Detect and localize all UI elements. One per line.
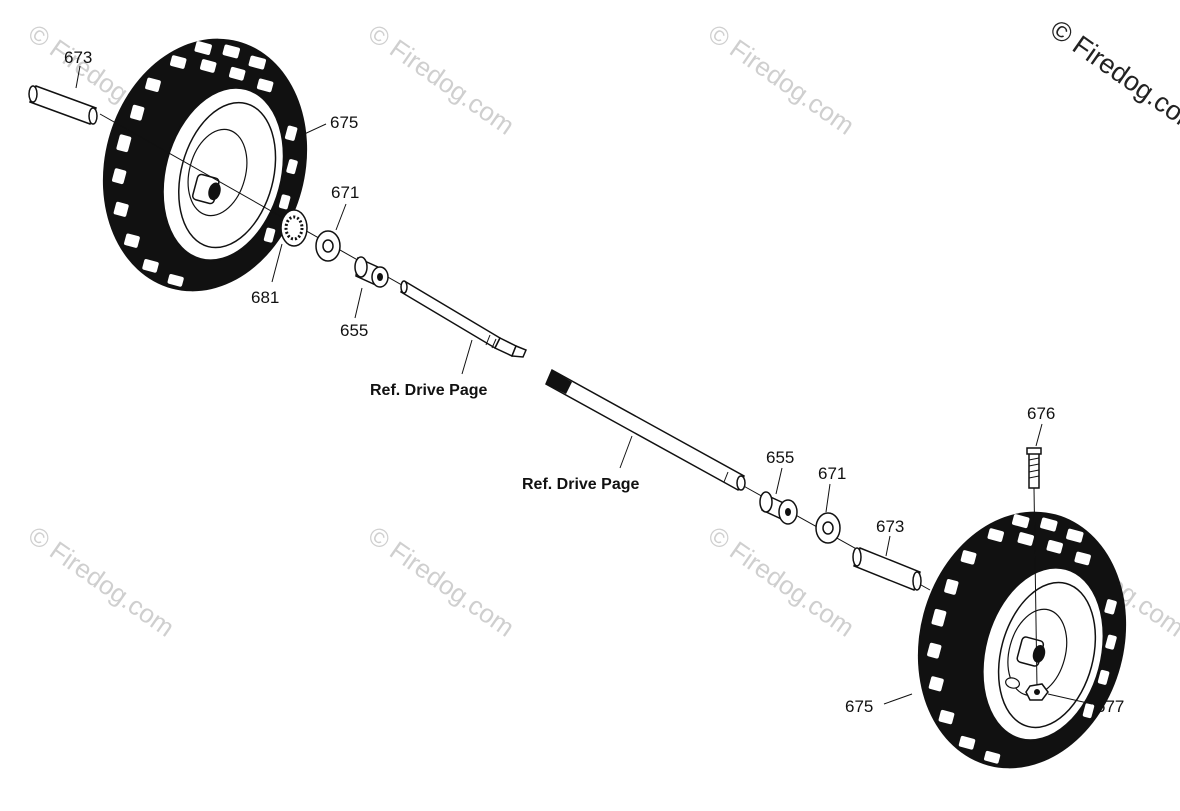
callout-673-bottom: 673 — [876, 517, 904, 536]
callout-673-top: 673 — [64, 48, 92, 67]
spacer-673-bottom — [852, 547, 922, 591]
bushing-655-bottom — [759, 491, 798, 525]
callout-681: 681 — [251, 288, 279, 307]
callout-671-top: 671 — [331, 183, 359, 202]
ref-drive-page-left: Ref. Drive Page — [370, 382, 487, 399]
axle-shaft-right — [545, 368, 746, 492]
spacer-673-top — [28, 85, 98, 125]
axle-shaft-left — [400, 280, 527, 358]
callout-675-bottom: 675 — [845, 697, 873, 716]
callout-676: 676 — [1027, 404, 1055, 423]
bushing-655-top — [354, 256, 389, 288]
wheel-bottom-right — [917, 511, 1127, 769]
callout-671-bottom: 671 — [818, 464, 846, 483]
washer-671-bottom — [815, 512, 841, 544]
washer-671-top — [315, 230, 341, 262]
callout-655-bottom: 655 — [766, 448, 794, 467]
leader-lines — [75, 65, 1093, 705]
callout-677: 677 — [1096, 697, 1124, 716]
nut-677 — [1025, 683, 1049, 701]
ref-drive-page-right: Ref. Drive Page — [522, 476, 639, 493]
bearing-681 — [280, 209, 308, 247]
bolt-676 — [1026, 447, 1042, 689]
callout-655-top: 655 — [340, 321, 368, 340]
callout-675-top: 675 — [330, 113, 358, 132]
wheel-top-left — [102, 38, 308, 292]
